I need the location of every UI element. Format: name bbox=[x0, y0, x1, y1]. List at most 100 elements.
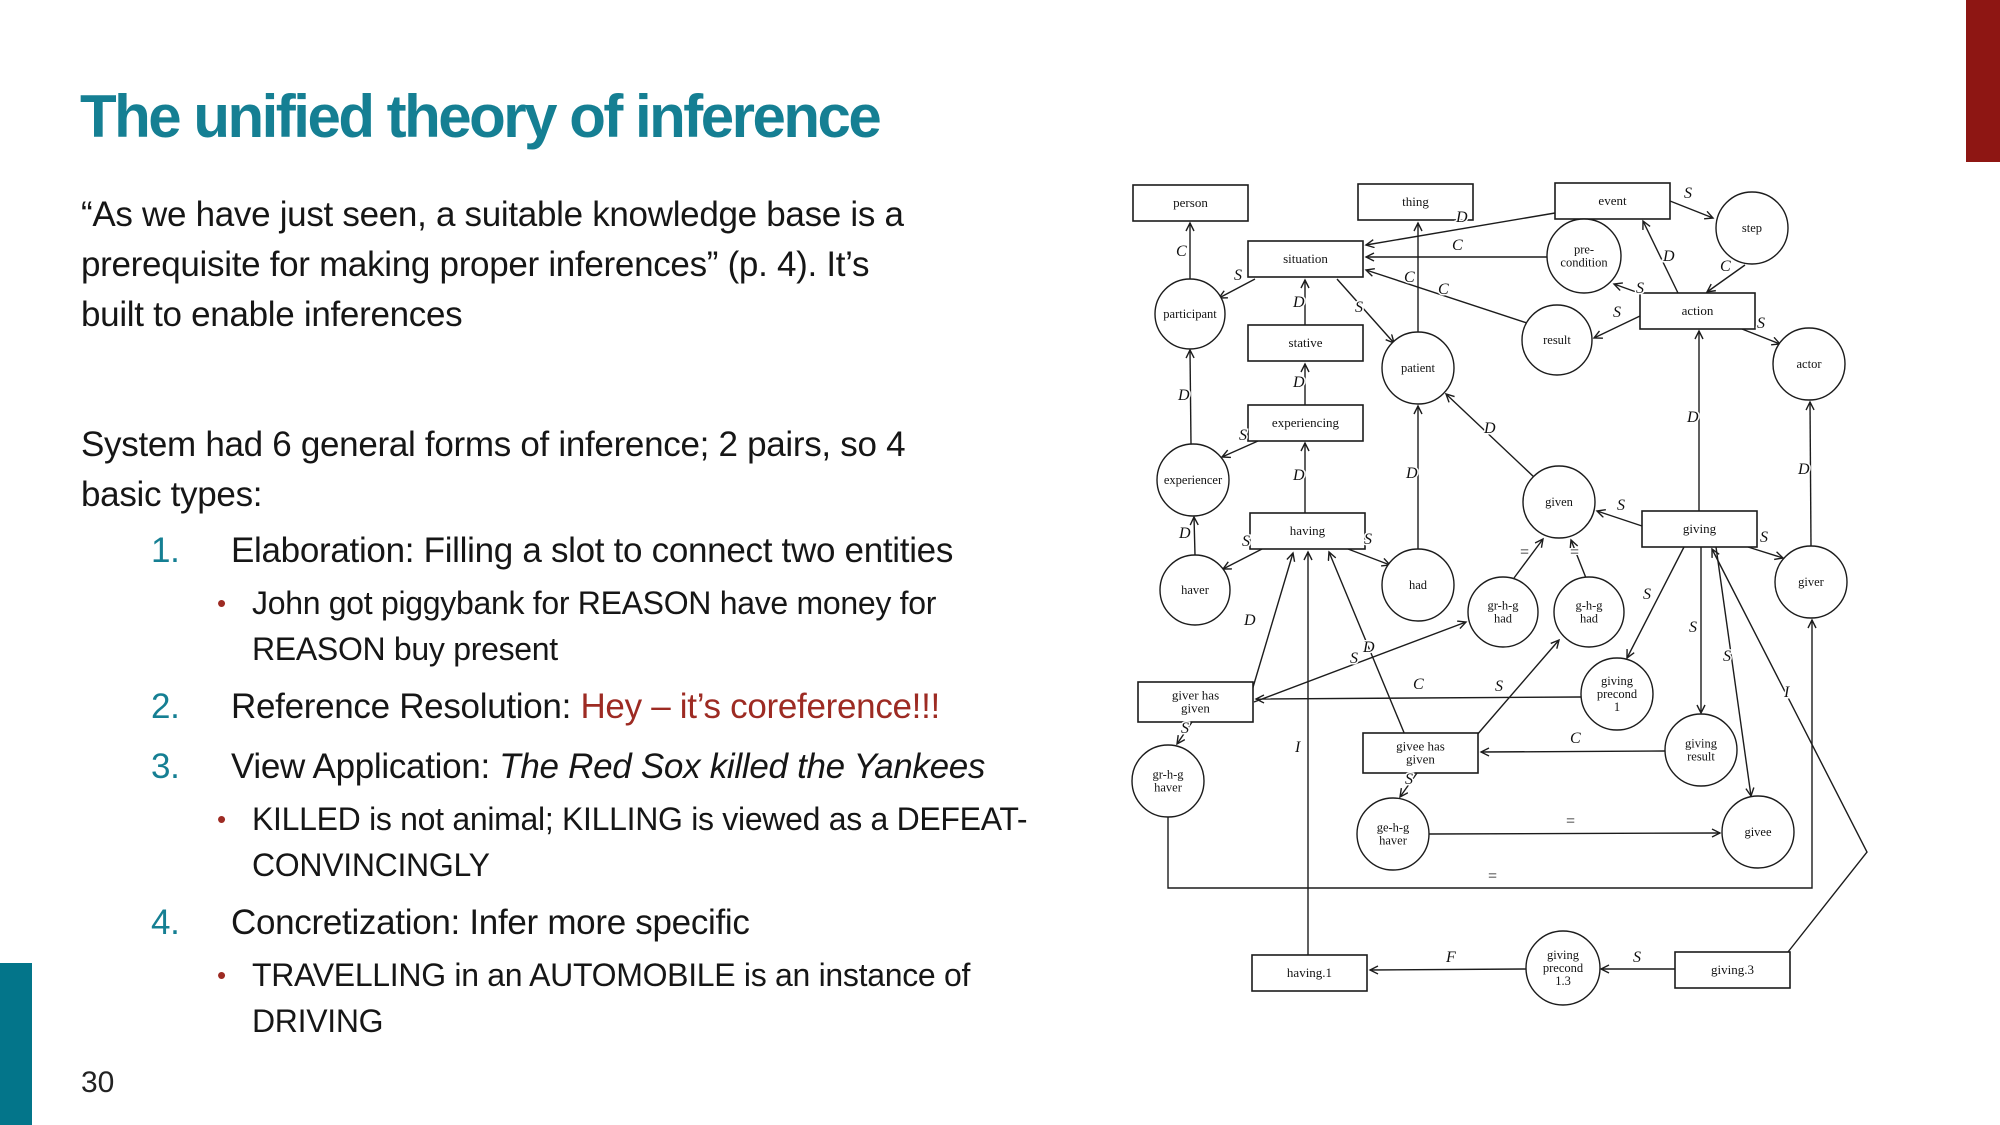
edge-label: = bbox=[1487, 868, 1498, 885]
stative-box bbox=[1247, 324, 1364, 362]
sub-bullet-text: KILLED is not animal; KILLING is viewed … bbox=[252, 801, 1028, 883]
giving-precond-1-3-label: 1.3 bbox=[1555, 974, 1571, 988]
list-item-number: 1. bbox=[151, 531, 180, 570]
giving-3-box bbox=[1674, 951, 1791, 989]
gr-h-g-haver-label: haver bbox=[1154, 781, 1183, 795]
edge-s-3 bbox=[1336, 278, 1394, 343]
edge-c-10 bbox=[1707, 264, 1746, 292]
sub-bullet: • KILLED is not animal; KILLING is viewed… bbox=[81, 796, 1081, 888]
edge-s-23 bbox=[1597, 511, 1643, 527]
patient-circle bbox=[1381, 331, 1455, 405]
list-item-text: View Application: The Red Sox killed the… bbox=[231, 747, 986, 786]
inference-list: 1.Elaboration: Filling a slot to connect… bbox=[81, 526, 1081, 1044]
event-label: event bbox=[1598, 193, 1627, 208]
edge-label: S bbox=[1757, 315, 1765, 332]
edge-s-13 bbox=[1741, 328, 1780, 344]
edge-label: = bbox=[1569, 544, 1580, 561]
edge-label: S bbox=[1613, 304, 1621, 321]
edge-label: S bbox=[1355, 299, 1363, 316]
giving-label: giving bbox=[1683, 521, 1717, 536]
edge-s-43 bbox=[1400, 772, 1418, 797]
giving-box bbox=[1641, 510, 1758, 548]
actor-circle bbox=[1772, 327, 1846, 401]
step-circle bbox=[1715, 191, 1789, 265]
edge-d-30 bbox=[1329, 552, 1406, 736]
edge-label: I bbox=[1294, 739, 1301, 756]
list-item-number: 2. bbox=[151, 687, 180, 726]
node-result: result bbox=[1521, 304, 1593, 376]
edge-s-8 bbox=[1669, 200, 1713, 218]
givee-has-given-label: givee has bbox=[1396, 739, 1445, 754]
pre-condition-circle bbox=[1546, 218, 1622, 294]
givee-label: givee bbox=[1744, 825, 1772, 839]
gr-h-g-had-label: had bbox=[1494, 612, 1513, 626]
edge-s-32 bbox=[1475, 640, 1559, 737]
list-item-number: 3. bbox=[151, 747, 180, 786]
edge-label: S bbox=[1181, 720, 1189, 737]
node-participant: participant bbox=[1154, 278, 1226, 350]
ge-h-g-haver-circle bbox=[1356, 797, 1430, 871]
edge-label: S bbox=[1723, 648, 1731, 665]
pre-condition-label: pre- bbox=[1574, 243, 1594, 257]
experiencer-circle bbox=[1156, 443, 1230, 517]
page-number: 30 bbox=[81, 1066, 115, 1099]
edge-label: D bbox=[1177, 387, 1190, 404]
list-item-3: 3. View Application: The Red Sox killed t… bbox=[81, 742, 1081, 792]
edge-label: C bbox=[1452, 237, 1463, 254]
bullet-dot-icon: • bbox=[217, 804, 226, 834]
edge-=-40 bbox=[1167, 620, 1812, 889]
edge-s-1 bbox=[1219, 278, 1256, 298]
result-label: result bbox=[1543, 333, 1571, 347]
step-label: step bbox=[1742, 221, 1762, 235]
edge-c-33 bbox=[1256, 697, 1582, 699]
edge-label: S bbox=[1495, 678, 1503, 695]
edge-label: S bbox=[1633, 949, 1641, 966]
edge-d-22 bbox=[1446, 394, 1536, 479]
edge-label: S bbox=[1689, 619, 1697, 636]
list-item-text: Reference Resolution: Hey – it’s corefer… bbox=[231, 687, 940, 726]
gr-h-g-had-label: gr-h-g bbox=[1488, 599, 1520, 613]
edge-label: S bbox=[1405, 771, 1413, 788]
edge-label: S bbox=[1234, 267, 1242, 284]
experiencing-box bbox=[1247, 404, 1364, 442]
node-thing: thing bbox=[1357, 183, 1474, 221]
red-corner-accent-bar bbox=[1966, 0, 2000, 162]
having-label: having bbox=[1290, 523, 1326, 538]
sub-bullet: •TRAVELLING in an AUTOMOBILE is an insta… bbox=[81, 952, 1081, 1044]
edge-label: C bbox=[1404, 269, 1415, 286]
edge-label: D bbox=[1362, 639, 1375, 656]
edge-label: C bbox=[1720, 258, 1731, 275]
node-event: event bbox=[1554, 182, 1671, 220]
edge-label: C bbox=[1438, 281, 1449, 298]
edge-s-15 bbox=[1222, 440, 1259, 457]
bullet-dot-icon: • bbox=[217, 960, 226, 990]
giving-3-label: giving.3 bbox=[1711, 962, 1754, 977]
stative-label: stative bbox=[1289, 335, 1323, 350]
edge-label: S bbox=[1350, 650, 1358, 667]
page-title: The unified theory of inference bbox=[80, 83, 882, 151]
gr-h-g-haver-circle bbox=[1131, 744, 1205, 818]
edge-label: D bbox=[1292, 294, 1305, 311]
edge-label: S bbox=[1684, 185, 1692, 202]
node-pre-condition: pre-condition bbox=[1546, 218, 1622, 294]
edge-label: = bbox=[1519, 544, 1530, 561]
g-h-g-had-label: had bbox=[1580, 612, 1599, 626]
edge-label: D bbox=[1686, 409, 1699, 426]
g-h-g-had-label: g-h-g bbox=[1575, 599, 1603, 613]
giving-precond-1-3-label: giving bbox=[1547, 948, 1580, 962]
giving-precond-1-label: 1 bbox=[1614, 700, 1620, 714]
gr-h-g-had-circle bbox=[1467, 576, 1539, 648]
list-item-number: 4. bbox=[151, 903, 180, 942]
edge-label: S bbox=[1643, 586, 1651, 603]
edge-=-28 bbox=[1571, 540, 1587, 579]
edge-label: D bbox=[1662, 248, 1675, 265]
participant-label: participant bbox=[1163, 307, 1217, 321]
